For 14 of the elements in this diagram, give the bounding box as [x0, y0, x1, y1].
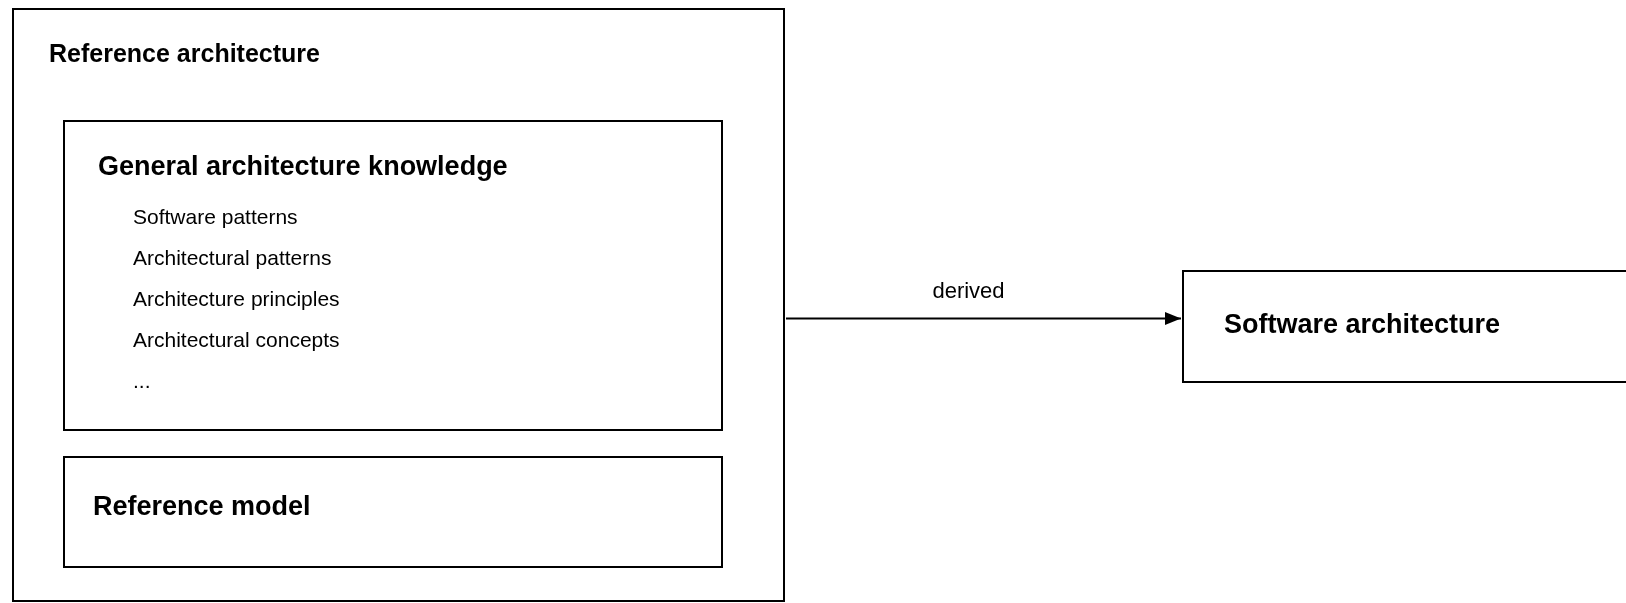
list-item: Software patterns: [133, 203, 298, 230]
container-box: [12, 8, 785, 602]
container-box: [63, 456, 723, 568]
list-item: Architectural patterns: [133, 244, 332, 271]
list-item: ...: [133, 367, 151, 394]
box-heading: Reference model: [92, 490, 311, 523]
list-item: Architectural concepts: [133, 326, 340, 353]
container-box: [1182, 270, 1626, 383]
list-item: Architecture principles: [133, 285, 340, 312]
container-box: [63, 120, 723, 431]
box-heading: Software architecture: [1223, 308, 1501, 341]
arrow: [785, 312, 1182, 325]
box-heading: Reference architecture: [48, 38, 320, 69]
box-heading: General architecture knowledge: [97, 150, 508, 183]
